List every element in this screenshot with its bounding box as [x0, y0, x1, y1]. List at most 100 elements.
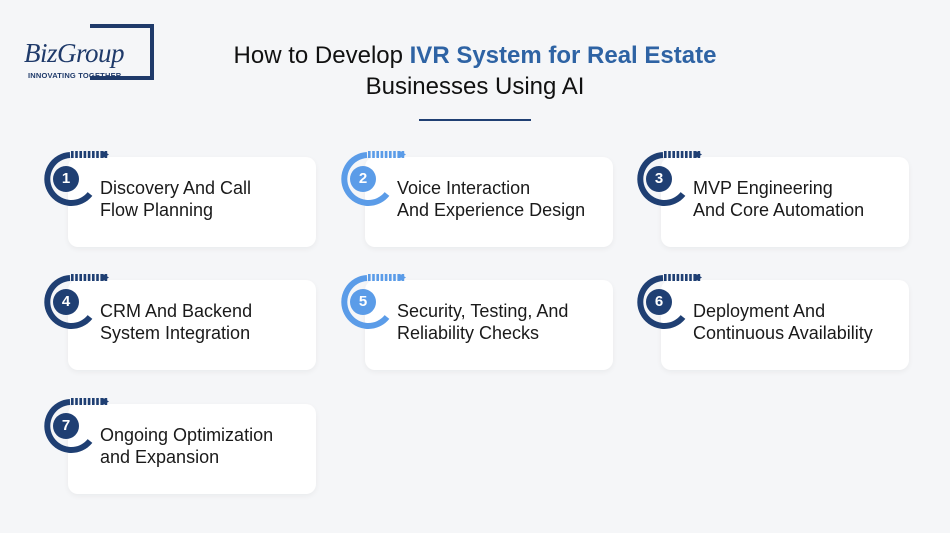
- badge-arrow-tip: [103, 274, 109, 281]
- badge-stripe: [664, 274, 667, 281]
- badge-stripe: [693, 274, 696, 281]
- logo-tagline: INNOVATING TOGETHER: [28, 71, 122, 80]
- step-label-line1: CRM And Backend: [100, 301, 253, 321]
- badge-stripe: [672, 151, 675, 158]
- badge-stripe: [372, 151, 375, 158]
- badge-stripe: [87, 274, 91, 281]
- badge-ring-arc: [341, 152, 390, 206]
- badge-stripe: [83, 274, 87, 281]
- step-badge-graphic: [341, 274, 406, 329]
- step-label-line2: And Core Automation: [693, 200, 865, 220]
- step-badge-graphic: [44, 274, 109, 329]
- step-badge-graphic: [44, 151, 109, 206]
- badge-stripe: [393, 274, 396, 281]
- badge-stripe: [100, 151, 103, 158]
- badge-stripe: [75, 398, 78, 405]
- badge-ring-arc: [637, 275, 686, 329]
- badge-stripe: [96, 398, 99, 405]
- badge-ring-arc: [44, 399, 93, 453]
- step-label-line1: Ongoing Optimization: [100, 425, 274, 445]
- step-number: 1: [61, 170, 71, 187]
- step-badge-graphic: [341, 151, 406, 206]
- step-label: Ongoing Optimization and Expansion: [100, 424, 312, 468]
- step-label-line1: Deployment And: [693, 301, 826, 321]
- step-badge-7: 7: [40, 397, 110, 457]
- step-card-5: Security, Testing, And Reliability Check…: [365, 280, 613, 370]
- badge-stripe: [676, 274, 680, 281]
- badge-stripe: [672, 274, 675, 281]
- step-badge-5: 5: [337, 273, 407, 333]
- badge-stripe: [680, 151, 684, 158]
- badge-stripe: [71, 274, 74, 281]
- badge-stripe: [368, 151, 371, 158]
- title-highlight: IVR System for Real Estate: [409, 42, 717, 69]
- badge-stripe: [92, 151, 95, 158]
- title-line-2: Businesses Using AI: [365, 73, 585, 100]
- badge-stripe: [87, 398, 91, 405]
- step-badge-4: 4: [40, 273, 110, 333]
- step-number: 2: [358, 170, 368, 187]
- step-number: 6: [654, 293, 664, 310]
- step-label: Security, Testing, And Reliability Check…: [397, 300, 609, 344]
- step-label-line2: Continuous Availability: [693, 323, 873, 343]
- badge-stripe: [384, 274, 388, 281]
- step-card-7: Ongoing Optimization and Expansion: [68, 404, 316, 494]
- badge-stripe: [380, 274, 384, 281]
- badge-arrow-tip: [103, 151, 109, 158]
- badge-stripe: [83, 151, 87, 158]
- page-title: How to Develop IVR System for Real Estat…: [0, 40, 950, 102]
- badge-stripe: [96, 274, 99, 281]
- step-label-line2: Flow Planning: [100, 200, 214, 220]
- step-badge-graphic: [637, 151, 702, 206]
- badge-stripe: [384, 151, 388, 158]
- step-label-line2: And Experience Design: [397, 200, 586, 220]
- badge-stripe: [79, 398, 82, 405]
- badge-ring-arc: [637, 152, 686, 206]
- badge-stripe: [79, 151, 82, 158]
- badge-arrow-tip: [696, 274, 702, 281]
- badge-stripe: [680, 274, 684, 281]
- badge-stripe: [75, 151, 78, 158]
- step-number: 5: [358, 293, 368, 310]
- badge-stripe: [397, 151, 400, 158]
- badge-stripe: [380, 151, 384, 158]
- step-card-4: CRM And Backend System Integration: [68, 280, 316, 370]
- badge-stripe: [87, 151, 91, 158]
- step-card-6: Deployment And Continuous Availability: [661, 280, 909, 370]
- badge-ring-arc: [44, 275, 93, 329]
- badge-stripe: [393, 151, 396, 158]
- badge-number-circle: [350, 166, 376, 192]
- badge-stripe: [376, 151, 379, 158]
- badge-stripe: [676, 151, 680, 158]
- step-label-line2: System Integration: [100, 323, 251, 343]
- badge-number-circle: [53, 166, 79, 192]
- badge-arrow-tip: [400, 151, 406, 158]
- badge-stripe: [75, 274, 78, 281]
- badge-stripe: [92, 398, 95, 405]
- step-label: Discovery And Call Flow Planning: [100, 177, 312, 221]
- step-number: 4: [61, 293, 71, 310]
- step-label-line1: Security, Testing, And: [397, 301, 569, 321]
- badge-stripe: [693, 151, 696, 158]
- badge-number-circle: [646, 166, 672, 192]
- logo-frame: [90, 24, 154, 80]
- bizgroup-logo: BizGroup INNOVATING TOGETHER: [22, 24, 158, 84]
- badge-stripe: [376, 274, 379, 281]
- step-label: Deployment And Continuous Availability: [693, 300, 905, 344]
- step-label-line1: Discovery And Call: [100, 178, 252, 198]
- badge-stripe: [71, 398, 74, 405]
- step-number: 7: [61, 417, 71, 434]
- badge-stripe: [100, 274, 103, 281]
- badge-stripe: [79, 274, 82, 281]
- step-badge-graphic: [44, 398, 109, 453]
- badge-stripe: [668, 274, 671, 281]
- badge-stripe: [689, 274, 692, 281]
- step-badge-3: 3: [633, 150, 703, 210]
- badge-stripe: [372, 274, 375, 281]
- badge-stripe: [668, 151, 671, 158]
- badge-stripe: [389, 151, 392, 158]
- title-prefix: How to Develop: [233, 42, 410, 69]
- badge-stripe: [92, 274, 95, 281]
- badge-arrow-tip: [400, 274, 406, 281]
- step-label-line2: Reliability Checks: [397, 323, 540, 343]
